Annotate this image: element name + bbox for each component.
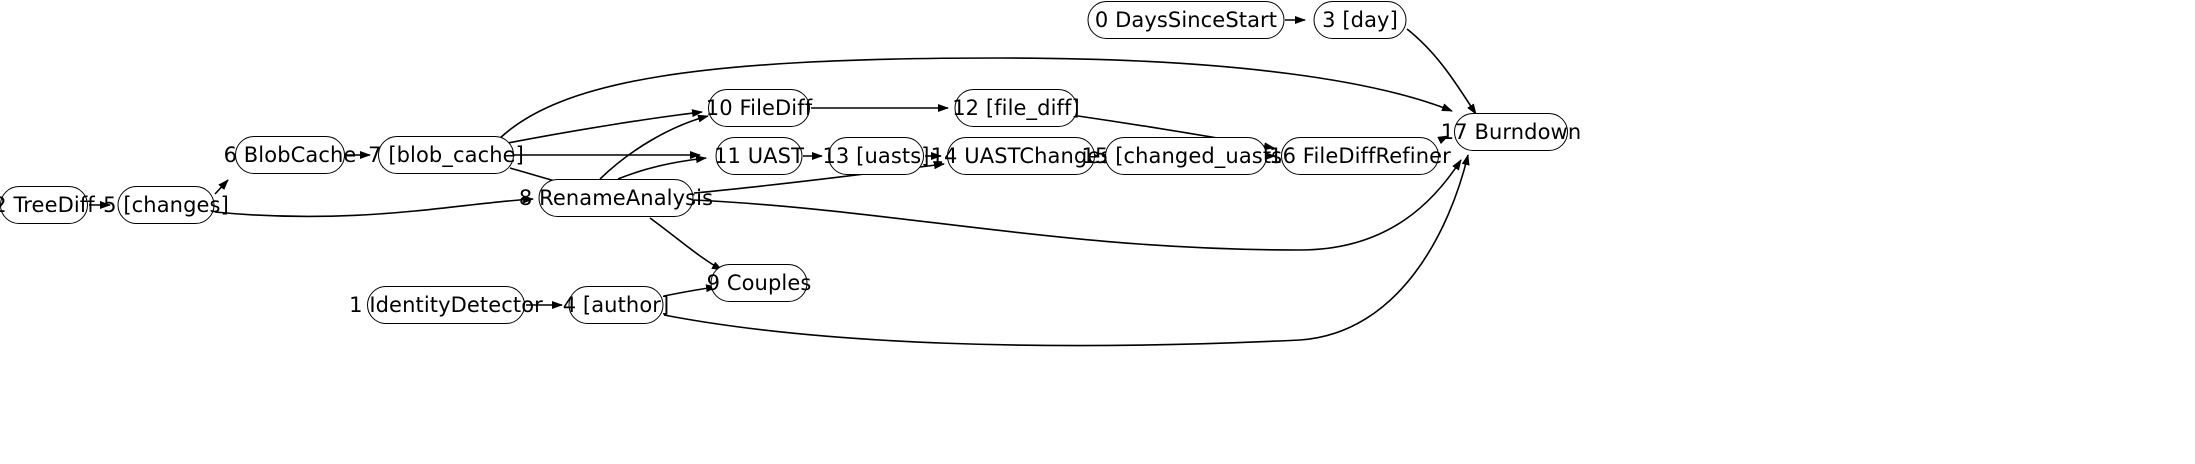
graph-node-10[interactable]: 10 FileDiff	[706, 89, 812, 127]
graph-node-label: 9 Couples	[706, 270, 812, 295]
graph-node-17[interactable]: 17 Burndown	[1441, 113, 1581, 151]
graph-node-label: 10 FileDiff	[705, 95, 813, 120]
graph-node-label: 14 UASTChanges	[930, 143, 1112, 168]
graph-node-label: 1 IdentityDetector	[349, 292, 543, 317]
graph-node-13[interactable]: 13 [uasts]	[822, 137, 929, 175]
graph-node-label: 5 [changes]	[103, 192, 229, 217]
graph-node-label: 8 RenameAnalysis	[518, 185, 714, 210]
graph-node-4[interactable]: 4 [author]	[563, 286, 669, 324]
graph-node-16[interactable]: 16 FileDiffRefiner	[1269, 137, 1451, 175]
graph-node-9[interactable]: 9 Couples	[707, 264, 811, 302]
graph-node-label: 4 [author]	[562, 292, 670, 317]
graph-node-8[interactable]: 8 RenameAnalysis	[519, 179, 713, 217]
graph-node-label: 0 DaysSinceStart	[1094, 7, 1278, 32]
graph-node-12[interactable]: 12 [file_diff]	[952, 89, 1080, 127]
graph-node-label: 3 [day]	[1322, 7, 1398, 32]
graph-node-label: 17 Burndown	[1440, 119, 1582, 144]
graph-node-15[interactable]: 15 [changed_uasts]	[1082, 137, 1290, 175]
graph-node-3[interactable]: 3 [day]	[1313, 1, 1407, 39]
graph-node-5[interactable]: 5 [changes]	[103, 186, 229, 224]
graph-node-2[interactable]: 2 TreeDiff	[0, 186, 95, 224]
graph-node-label: 2 TreeDiff	[0, 192, 95, 217]
graph-node-14[interactable]: 14 UASTChanges	[931, 137, 1111, 175]
graph-node-7[interactable]: 7 [blob_cache]	[368, 136, 524, 174]
graph-node-0[interactable]: 0 DaysSinceStart	[1087, 1, 1285, 39]
graph-node-label: 12 [file_diff]	[952, 95, 1080, 120]
graph-node-label: 7 [blob_cache]	[368, 142, 524, 167]
graph-node-label: 16 FileDiffRefiner	[1269, 143, 1451, 168]
graph-node-label: 13 [uasts]	[822, 143, 930, 168]
graph-node-label: 11 UAST	[714, 143, 804, 168]
graph-node-label: 6 BlobCache	[223, 142, 357, 167]
graph-node-11[interactable]: 11 UAST	[714, 137, 804, 175]
graph-node-6[interactable]: 6 BlobCache	[224, 136, 356, 174]
graph-node-1[interactable]: 1 IdentityDetector	[349, 286, 543, 324]
graph-node-label: 15 [changed_uasts]	[1081, 143, 1291, 168]
